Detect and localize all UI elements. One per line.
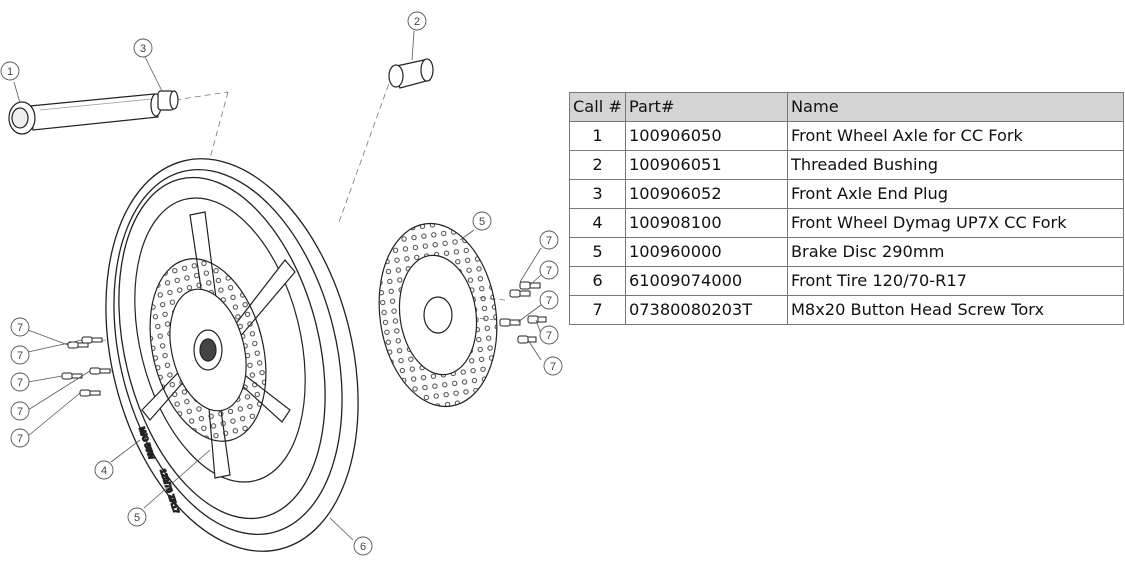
table-row: 1 100906050 Front Wheel Axle for CC Fork [569,121,1125,151]
svg-text:7: 7 [546,295,552,307]
screw-left-4 [89,367,111,375]
table-row: 7 07380080203T M8x20 Button Head Screw T… [569,295,1125,325]
svg-text:7: 7 [546,265,552,277]
svg-text:7: 7 [546,330,552,342]
callout-1: 1 [0,61,20,81]
table-row: 4 100908100 Front Wheel Dymag UP7X CC Fo… [569,208,1125,238]
screw-right-2 [519,281,541,290]
table-row: 3 100906052 Front Axle End Plug [569,179,1125,209]
callout-7-a: 7 [10,317,30,337]
svg-text:7: 7 [546,235,552,247]
svg-text:7: 7 [550,361,556,373]
header-part: Part# [624,92,788,122]
svg-text:4: 4 [101,465,107,477]
header-call: Call # [569,92,626,122]
table-row: 6 61009074000 Front Tire 120/70-R17 [569,266,1125,296]
cell-call: 1 [569,121,626,151]
bushing [388,58,434,89]
callout-7-g: 7 [539,260,559,280]
table-row: 2 100906051 Threaded Bushing [569,150,1125,180]
leader-lines [13,30,542,541]
callouts: 1 3 2 5 4 5 6 7 7 7 7 7 7 7 7 7 7 [0,11,563,556]
cell-part: 100906052 [624,179,788,209]
cell-call: 7 [569,295,626,325]
callout-7-c: 7 [10,372,30,392]
cell-call: 4 [569,208,626,238]
cell-name: Front Wheel Axle for CC Fork [786,121,1125,151]
screw-right-3 [499,318,521,327]
cell-part: 100960000 [624,237,788,267]
cell-call: 3 [569,179,626,209]
callout-4: 4 [94,460,114,480]
cell-part: 100906050 [624,121,788,151]
table-header-row: Call # Part# Name [569,92,1125,122]
header-name: Name [786,92,1125,122]
axle [8,93,162,135]
callout-3: 3 [133,38,153,58]
callout-7-j: 7 [543,356,563,376]
svg-text:3: 3 [140,43,146,55]
callout-7-f: 7 [539,230,559,250]
callout-7-i: 7 [539,325,559,345]
cell-name: Front Tire 120/70-R17 [786,266,1125,296]
screw-right-4 [527,315,547,324]
cell-call: 6 [569,266,626,296]
cell-call: 2 [569,150,626,180]
end-plug [157,90,179,111]
svg-text:2: 2 [414,16,420,28]
cell-name: M8x20 Button Head Screw Torx [786,295,1125,325]
cell-part: 100906051 [624,150,788,180]
cell-name: Threaded Bushing [786,150,1125,180]
cell-call: 5 [569,237,626,267]
callout-6: 6 [353,536,373,556]
mounted-brake-disc [149,258,267,442]
svg-text:5: 5 [479,216,485,228]
svg-text:7: 7 [17,350,23,362]
svg-text:7: 7 [17,322,23,334]
cell-part: 61009074000 [624,266,788,296]
svg-text:5: 5 [134,512,140,524]
cell-name: Front Axle End Plug [786,179,1125,209]
callout-5-mounted: 5 [127,507,147,527]
callout-7-h: 7 [539,290,559,310]
parts-table: Call # Part# Name 1 100906050 Front Whee… [569,92,1125,325]
screw-left-2 [81,336,103,344]
callout-7-d: 7 [10,401,30,421]
cell-part: 07380080203T [624,295,788,325]
cell-name: Brake Disc 290mm [786,237,1125,267]
screws [61,281,547,397]
exploded-brake-disc [378,222,498,408]
callout-7-b: 7 [10,345,30,365]
svg-text:6: 6 [360,541,366,553]
screw-left-5 [79,389,101,397]
callout-2: 2 [407,11,427,31]
svg-text:7: 7 [17,377,23,389]
table-row: 5 100960000 Brake Disc 290mm [569,237,1125,267]
cell-name: Front Wheel Dymag UP7X CC Fork [786,208,1125,238]
svg-text:1: 1 [7,66,13,78]
exploded-wheel-diagram: 120/70 ZR17 M/C 58W [0,11,563,556]
screw-right-5 [517,335,537,344]
callout-5-exploded: 5 [472,211,492,231]
screw-right-1 [509,289,531,298]
svg-text:7: 7 [17,433,23,445]
svg-text:7: 7 [17,406,23,418]
cell-part: 100908100 [624,208,788,238]
callout-7-e: 7 [10,428,30,448]
